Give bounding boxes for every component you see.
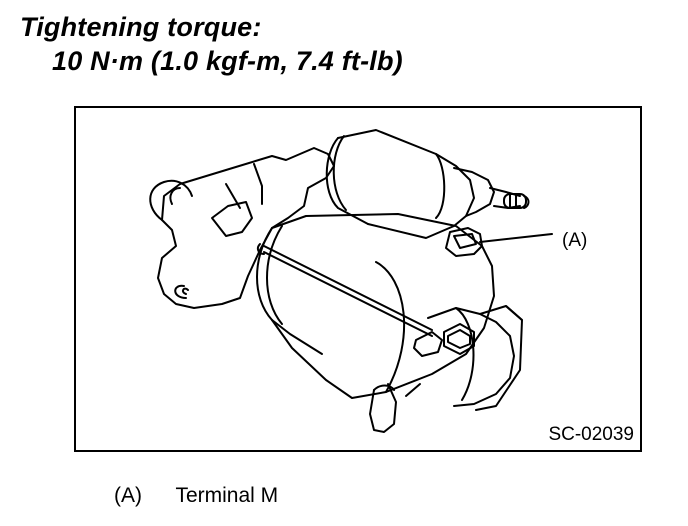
- torque-value: 10 N·m (1.0 kgf-m, 7.4 ft-lb): [52, 46, 403, 76]
- callout-a-label: (A): [562, 230, 588, 251]
- brush-nut: [443, 323, 475, 355]
- starter-figure: (A) SC-02039: [74, 106, 642, 452]
- end-cover: [427, 307, 515, 407]
- figure-code: SC-02039: [548, 424, 634, 445]
- torque-title: Tightening torque:: [20, 12, 262, 42]
- terminal-m-nut: [445, 227, 483, 257]
- legend: (A) Terminal M: [114, 484, 278, 508]
- drive-nose: [149, 179, 193, 221]
- solenoid-cap: [453, 167, 495, 217]
- callout-leader: [479, 233, 553, 243]
- rear-bracket: [475, 305, 523, 411]
- legend-key: (A): [114, 484, 142, 507]
- rear-shaft: [369, 383, 397, 433]
- starter-motor-illustration: [149, 129, 553, 433]
- solenoid-body: [337, 129, 475, 239]
- through-bolt: [263, 245, 433, 331]
- housing-detail: [211, 201, 253, 237]
- torque-heading: Tightening torque: 10 N·m (1.0 kgf-m, 7.…: [20, 10, 403, 78]
- legend-text: Terminal M: [175, 484, 279, 507]
- bolt-hole-left: [174, 284, 187, 299]
- motor-yoke: [271, 213, 495, 399]
